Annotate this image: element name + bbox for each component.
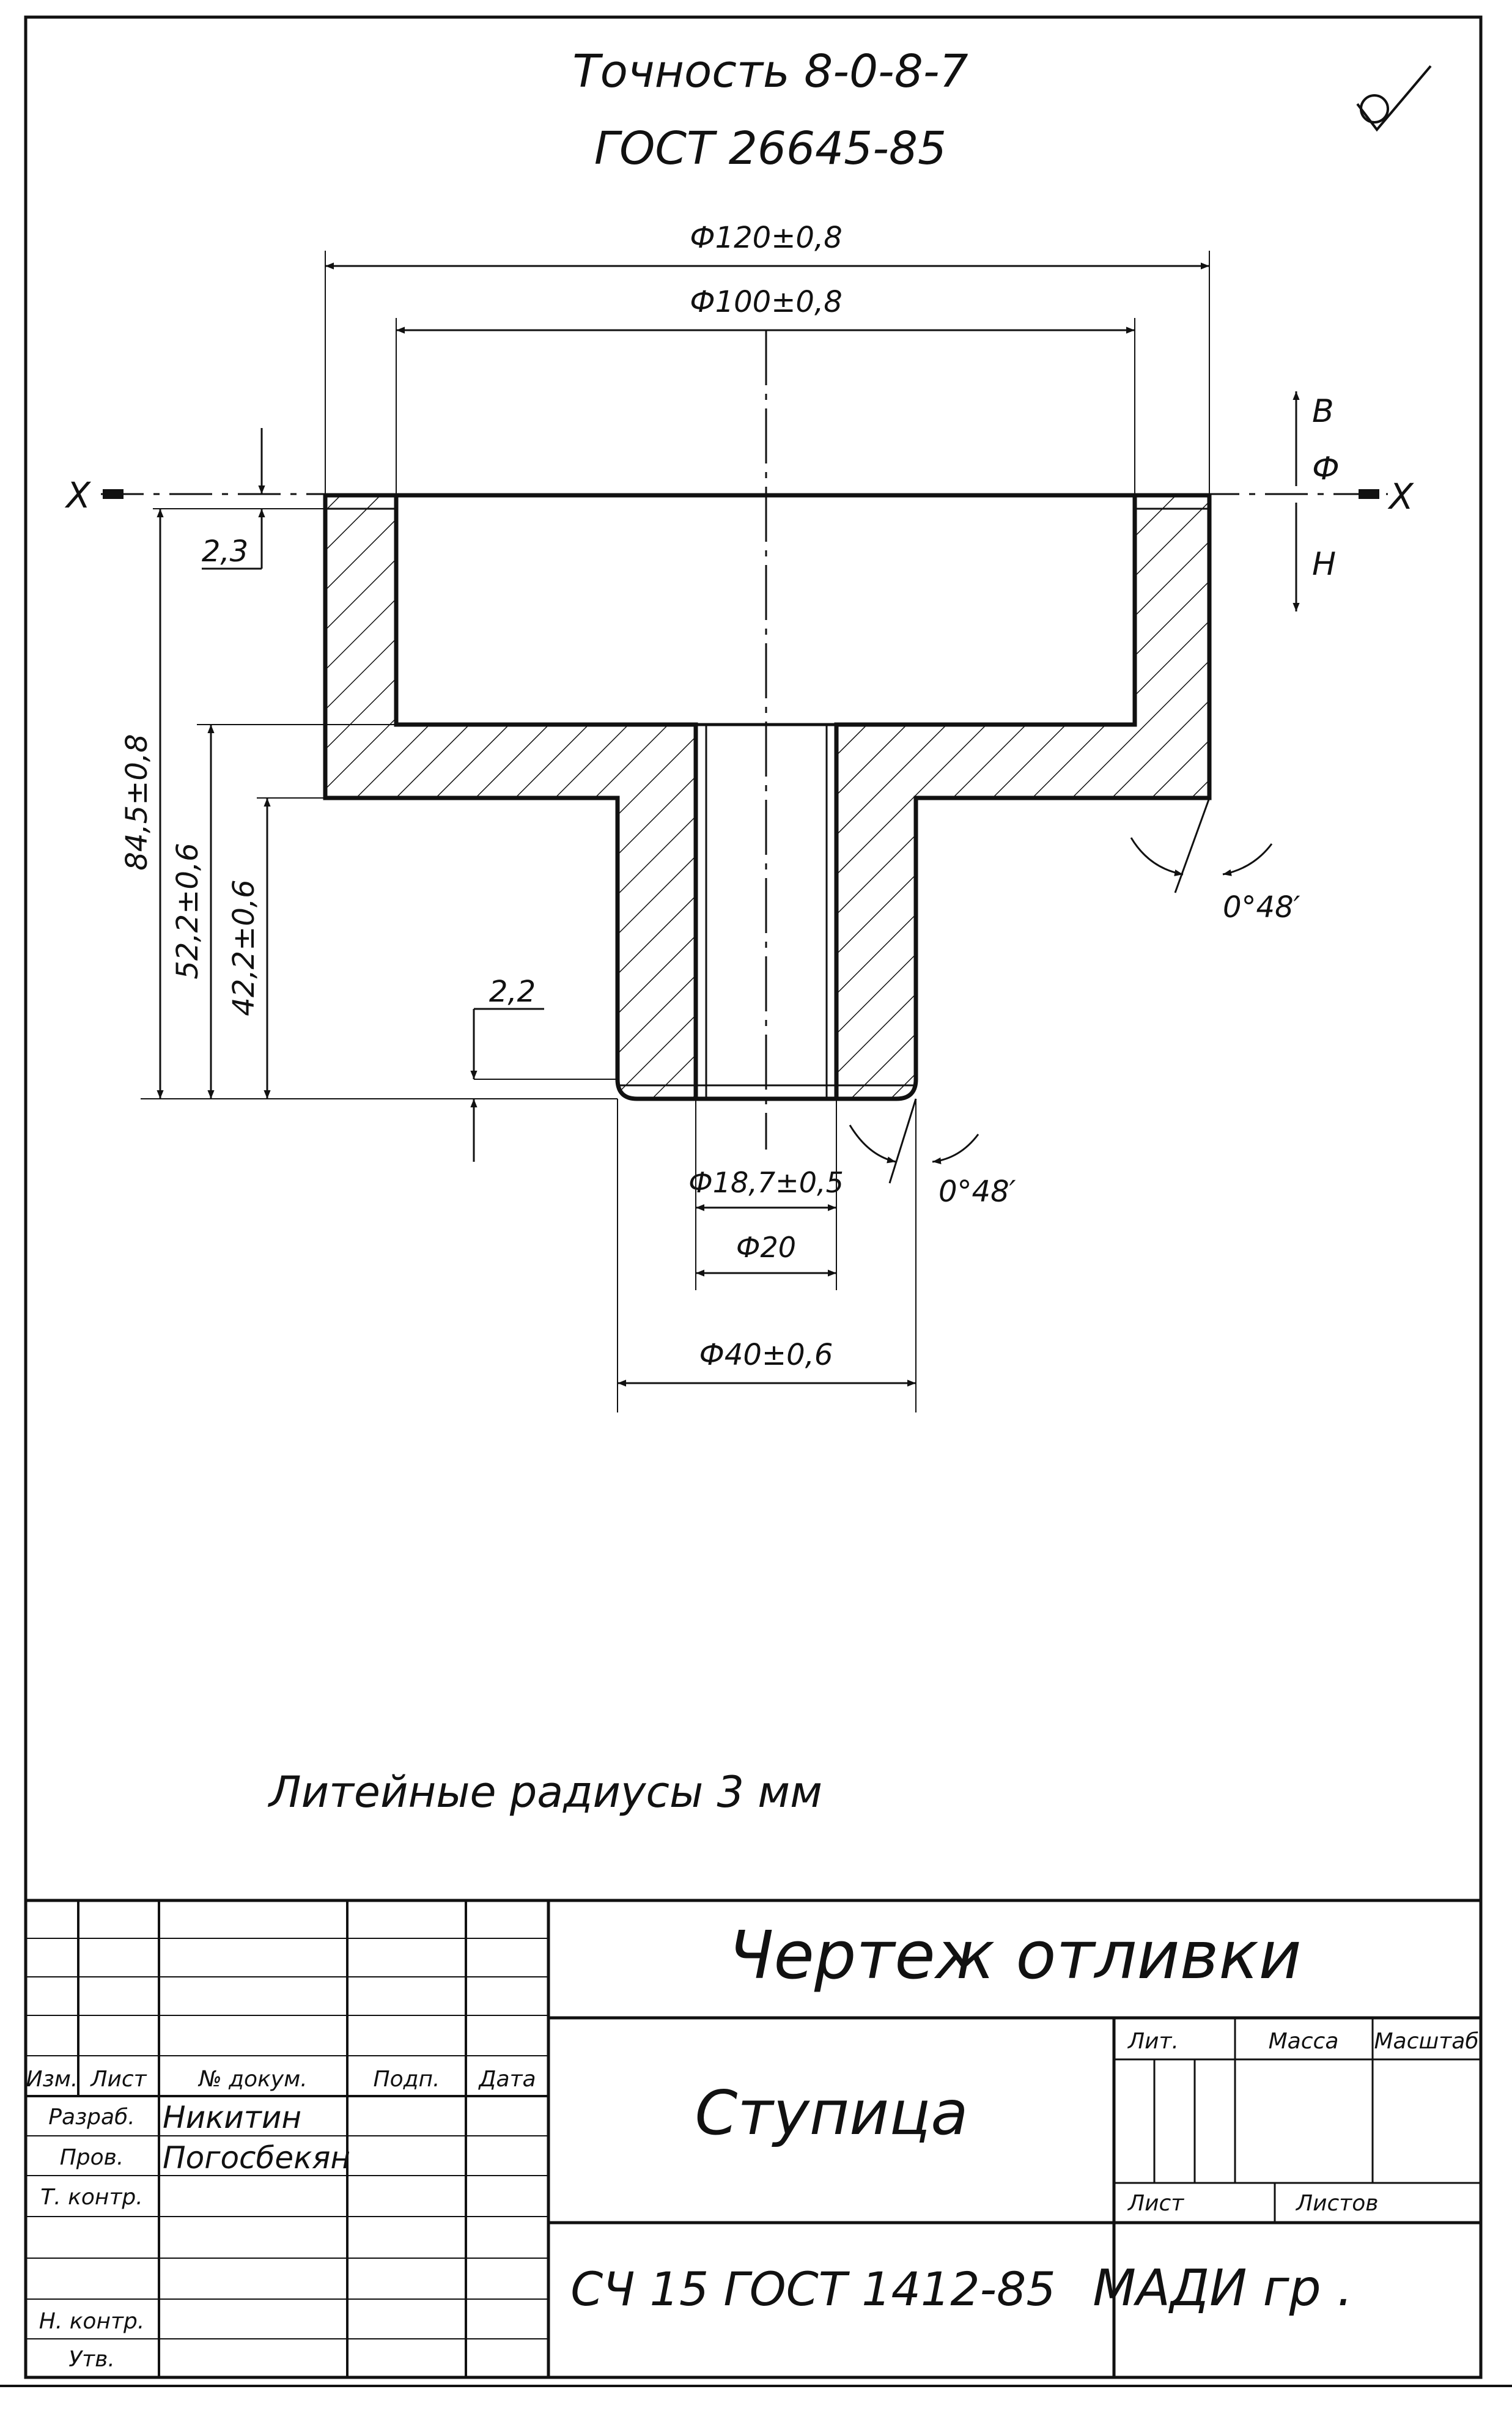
draft-angle-lower xyxy=(849,1098,979,1184)
dim-bore-cast xyxy=(695,1099,837,1290)
dim-inner-diameter-label: Ф100±0,8 xyxy=(690,285,843,319)
draft-angle-lower-label: 0°48′ xyxy=(939,1175,1016,1209)
dim-bore-cast-label: Ф18,7±0,5 xyxy=(688,1166,844,1199)
col-izm: Изм. xyxy=(26,2067,78,2092)
sheet-frame xyxy=(24,15,1483,2379)
dim-height-hub-label: 42,2±0,6 xyxy=(227,879,261,1016)
dim-hub-diameter xyxy=(617,1099,916,1412)
casting-section xyxy=(323,493,1212,1101)
row-checked: Пров. xyxy=(60,2145,124,2170)
accuracy-class: Точность 8-0-8-7 xyxy=(572,45,968,98)
draft-angle-upper-label: 0°48′ xyxy=(1223,890,1300,925)
material-spec: СЧ 15 ГОСТ 1412-85 xyxy=(570,2262,1056,2316)
dim-top-allowance xyxy=(202,428,265,570)
col-sign: Подп. xyxy=(374,2067,440,2092)
dim-outer-diameter-label: Ф120±0,8 xyxy=(690,221,843,255)
roughness-symbol xyxy=(1356,65,1432,132)
parting-label-right: X xyxy=(1387,476,1414,517)
title-block xyxy=(26,1899,1481,2377)
col-sheet: Лист xyxy=(1127,2191,1184,2216)
dim-bottom-allowance-label: 2,2 xyxy=(489,975,536,1009)
dim-hub-diameter-label: Ф40±0,6 xyxy=(699,1338,833,1372)
col-sheets: Листов xyxy=(1295,2191,1378,2216)
developer-name: Никитин xyxy=(163,2100,301,2135)
casting-standard: ГОСТ 26645-85 xyxy=(594,122,946,175)
fillet-radii-note: Литейные радиусы 3 мм xyxy=(267,1767,822,1817)
col-list: Лист xyxy=(89,2067,147,2092)
organization: МАДИ гр . xyxy=(1093,2259,1353,2317)
parting-label-bottom: Н xyxy=(1312,546,1336,583)
parting-line xyxy=(101,391,1388,611)
row-developed: Разраб. xyxy=(48,2105,135,2130)
checker-name: Погосбекян xyxy=(163,2140,350,2176)
row-approved: Утв. xyxy=(68,2347,115,2372)
part-name: Ступица xyxy=(695,2077,968,2149)
dim-top-allowance-label: 2,3 xyxy=(202,534,248,569)
dim-outer-diameter xyxy=(325,251,1210,494)
col-mass: Масса xyxy=(1269,2029,1339,2054)
dim-inner-diameter xyxy=(396,318,1135,494)
col-doc: № докум. xyxy=(197,2067,307,2092)
parting-label-top: В xyxy=(1312,393,1334,430)
parting-label-mid: Ф xyxy=(1312,451,1340,487)
parting-label-left: X xyxy=(64,474,91,516)
dim-bore-final-label: Ф20 xyxy=(736,1231,796,1264)
row-norm-control: Н. контр. xyxy=(39,2309,145,2334)
drawing-title: Чертеж отливки xyxy=(728,1918,1301,1994)
col-scale: Масштаб xyxy=(1374,2029,1478,2054)
col-date: Дата xyxy=(478,2067,536,2092)
dim-bottom-allowance xyxy=(470,1008,618,1162)
col-lit: Лит. xyxy=(1127,2029,1179,2054)
draft-angle-upper xyxy=(1130,797,1273,893)
dim-total-height-label: 84,5±0,8 xyxy=(120,734,154,870)
row-tech-control: Т. контр. xyxy=(40,2185,142,2210)
dim-height-mid-label: 52,2±0,6 xyxy=(171,843,205,979)
